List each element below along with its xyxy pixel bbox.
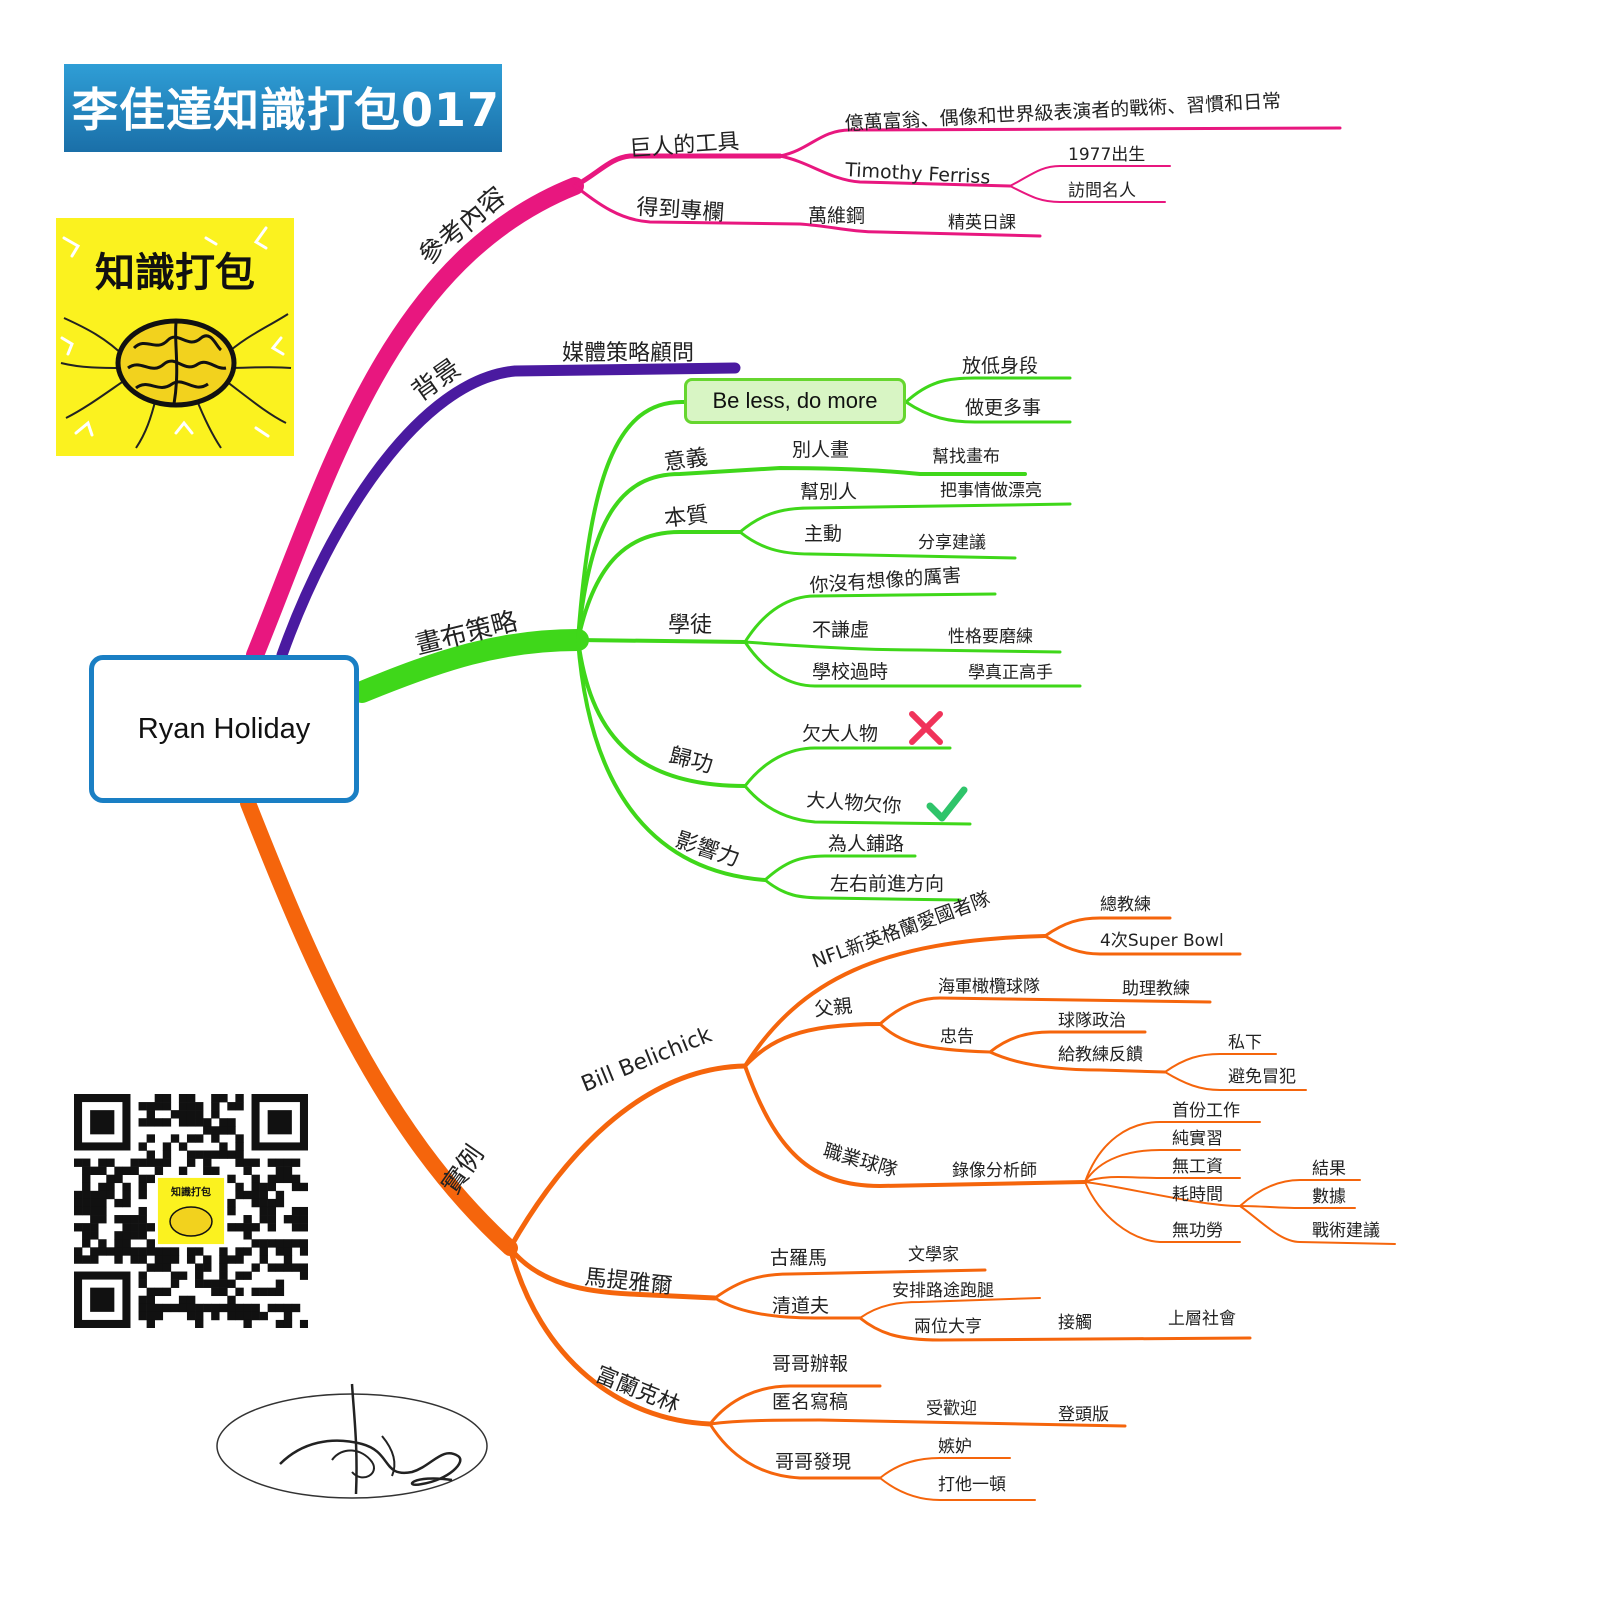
column-author: 萬維鋼 [808,205,865,227]
background-role: 媒體策略顧問 [562,341,694,366]
branch-reference [246,177,584,664]
father-label: 父親 [813,995,853,1021]
franklin-beat: 打他一頓 [938,1475,1006,1495]
cross-icon [909,711,943,745]
brain-icon [60,226,292,449]
franklin-found: 哥哥發現 [775,1451,851,1473]
nfl-c1: 總教練 [1100,895,1151,915]
influence-c2: 左右前進方向 [830,873,944,895]
credit-c1: 欠大人物 [802,723,878,745]
apprentice-c2: 不謙虛 [812,619,869,641]
center-node: Ryan Holiday [89,655,359,803]
credit-label: 歸功 [667,744,716,779]
belichick-label: Bill Belichick [578,1022,716,1097]
branch-background [276,362,741,661]
signature [216,1383,488,1499]
logo-text: 知識打包 [95,250,255,296]
pro-analyst: 錄像分析師 [952,1161,1037,1181]
martial-client: 清道夫 [772,1295,829,1317]
title-banner: 李佳達知識打包017 [64,64,502,152]
pro-c4: 耗時間 [1172,1185,1223,1205]
pro-c1: 首份工作 [1172,1101,1240,1121]
branch-strategy [351,629,589,703]
column-label: 得到專欄 [636,195,726,226]
pro-c5: 無功勞 [1172,1221,1223,1241]
qr-logo-text: 知識打包 [170,1186,211,1199]
martial-tycoons: 兩位大亨 [914,1317,982,1337]
essence-c1a: 把事情做漂亮 [940,481,1042,501]
father-navy-a: 助理教練 [1122,979,1190,999]
motto-callout: Be less, do more [684,378,906,424]
tools-author: Timothy Ferriss [844,159,991,189]
franklin-anon: 匿名寫稿 [772,1391,848,1413]
essence-c2: 主動 [804,523,842,545]
franklin-jealous: 嫉妒 [938,1437,972,1457]
martial-contact: 接觸 [1058,1313,1092,1333]
influence-c1: 為人鋪路 [828,833,904,855]
martial-rome: 古羅馬 [770,1247,827,1269]
pro-r2: 數據 [1312,1187,1346,1207]
essence-c1: 幫別人 [800,481,857,503]
essence-label: 本質 [663,503,709,532]
apprentice-c1: 你沒有想像的厲害 [809,564,962,597]
tools-born: 1977出生 [1068,145,1145,165]
father-advice: 忠告 [940,1027,974,1047]
center-label: Ryan Holiday [137,712,311,745]
apprentice-c3: 學校過時 [812,661,888,683]
page-title: 李佳達知識打包017 [72,83,501,137]
pro-r1: 結果 [1312,1159,1346,1179]
branch-examples [240,795,518,1256]
father-navy: 海軍橄欖球隊 [938,977,1040,997]
motto-label: Be less, do more [712,388,878,413]
franklin-paper: 哥哥辦報 [772,1353,848,1375]
meaning-label: 意義 [662,445,709,476]
meaning-c1a: 幫找畫布 [932,447,1000,467]
pro-c3: 無工資 [1172,1157,1223,1177]
franklin-popular: 受歡迎 [926,1399,977,1419]
logo: 知識打包 [56,218,294,456]
motto-c2: 做更多事 [965,397,1041,419]
column-course: 精英日課 [948,213,1016,233]
influence-label: 影響力 [672,828,743,872]
pro-r3: 戰術建議 [1312,1221,1380,1241]
pro-label: 職業球隊 [821,1140,900,1182]
father-avoid: 避免冒犯 [1228,1067,1296,1087]
branch-examples-label: 實例 [436,1140,490,1200]
qr-code: 知識打包 [74,1094,308,1328]
motto-c1: 放低身段 [962,355,1038,377]
father-feedback: 給教練反饋 [1058,1045,1143,1065]
father-politics: 球隊政治 [1058,1011,1126,1031]
essence-c2a: 分享建議 [918,533,986,553]
martial-label: 馬提雅爾 [583,1265,673,1299]
apprentice-label: 學徒 [668,613,712,638]
martial-rome-a: 文學家 [908,1245,959,1265]
martial-society: 上層社會 [1168,1309,1236,1329]
nfl-c2: 4次Super Bowl [1100,931,1224,951]
qr-brain-icon [169,1206,213,1237]
apprentice-c3a: 學真正高手 [968,663,1053,683]
meaning-c1: 別人畫 [792,439,849,461]
martial-errand: 安排路途跑腿 [892,1281,994,1301]
check-icon [926,786,968,822]
pro-c2: 純實習 [1172,1129,1223,1149]
tools-interview: 訪問名人 [1068,181,1136,201]
father-private: 私下 [1228,1033,1262,1053]
apprentice-c2a: 性格要磨練 [948,627,1033,647]
credit-c2: 大人物欠你 [806,789,902,818]
branch-background-label: 背景 [407,353,467,407]
franklin-front: 登頭版 [1058,1405,1109,1425]
